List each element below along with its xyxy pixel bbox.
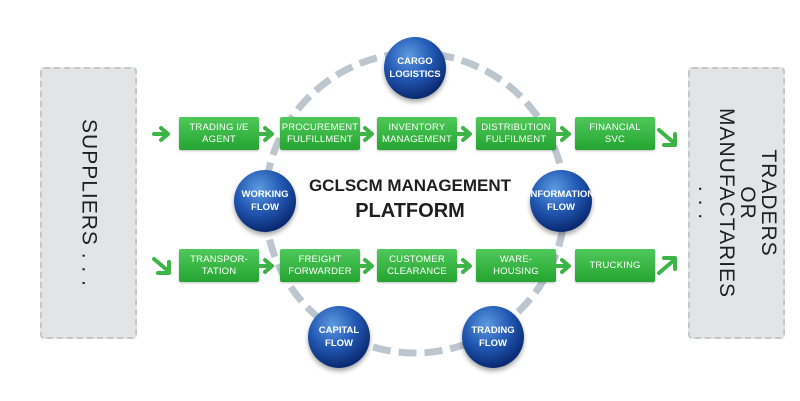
- flow-working: WORKING FLOW: [234, 170, 296, 232]
- stage-inventory-management: INVENTORY MANAGEMENT: [377, 117, 457, 150]
- arrow-up-right-icon: [657, 256, 677, 275]
- traders-label: TRADERS OR MANUFACTARIES . . .: [693, 108, 780, 298]
- traders-panel: TRADERS OR MANUFACTARIES . . .: [688, 67, 785, 339]
- stage-procurement-fulfillment: PROCUREMENT FULFILLMENT: [280, 117, 360, 150]
- stage-trading-ie-agent: TRADING I/E AGENT: [179, 117, 259, 150]
- stage-distribution-fulfilment: DISTRIBUTION FULFILMENT: [476, 117, 556, 150]
- arrow-right-icon: [152, 126, 170, 142]
- stage-warehousing: WARE- HOUSING: [476, 249, 556, 282]
- arrow-right-icon: [356, 258, 374, 274]
- stage-trucking: TRUCKING: [575, 249, 655, 282]
- arrow-right-icon: [553, 258, 571, 274]
- flow-cargo-logistics: CARGO LOGISTICS: [384, 37, 446, 99]
- arrow-right-icon: [454, 126, 472, 142]
- arrow-right-icon: [454, 258, 472, 274]
- arrow-right-icon: [256, 126, 274, 142]
- stage-transportation: TRANSPOR- TATION: [179, 249, 259, 282]
- arrow-down-right-icon: [657, 128, 677, 147]
- arrow-down-right-icon: [152, 257, 171, 275]
- platform-subtitle: PLATFORM: [355, 200, 465, 222]
- platform-title: GCLSCM MANAGEMENT: [308, 176, 512, 195]
- suppliers-label: SUPPLIERS . . .: [77, 119, 100, 287]
- arrow-right-icon: [256, 258, 274, 274]
- stage-customer-clearance: CUSTOMER CLEARANCE: [377, 249, 457, 282]
- flow-capital: CAPITAL FLOW: [308, 306, 370, 368]
- flow-information: INFORMATION FLOW: [528, 170, 594, 232]
- stage-freight-forwarder: FREIGHT FORWARDER: [280, 249, 360, 282]
- stage-financial-svc: FINANCIAL SVC: [575, 117, 655, 150]
- flow-trading: TRADING FLOW: [462, 306, 524, 368]
- arrow-right-icon: [553, 126, 571, 142]
- suppliers-panel: SUPPLIERS . . .: [40, 67, 137, 339]
- arrow-right-icon: [356, 126, 374, 142]
